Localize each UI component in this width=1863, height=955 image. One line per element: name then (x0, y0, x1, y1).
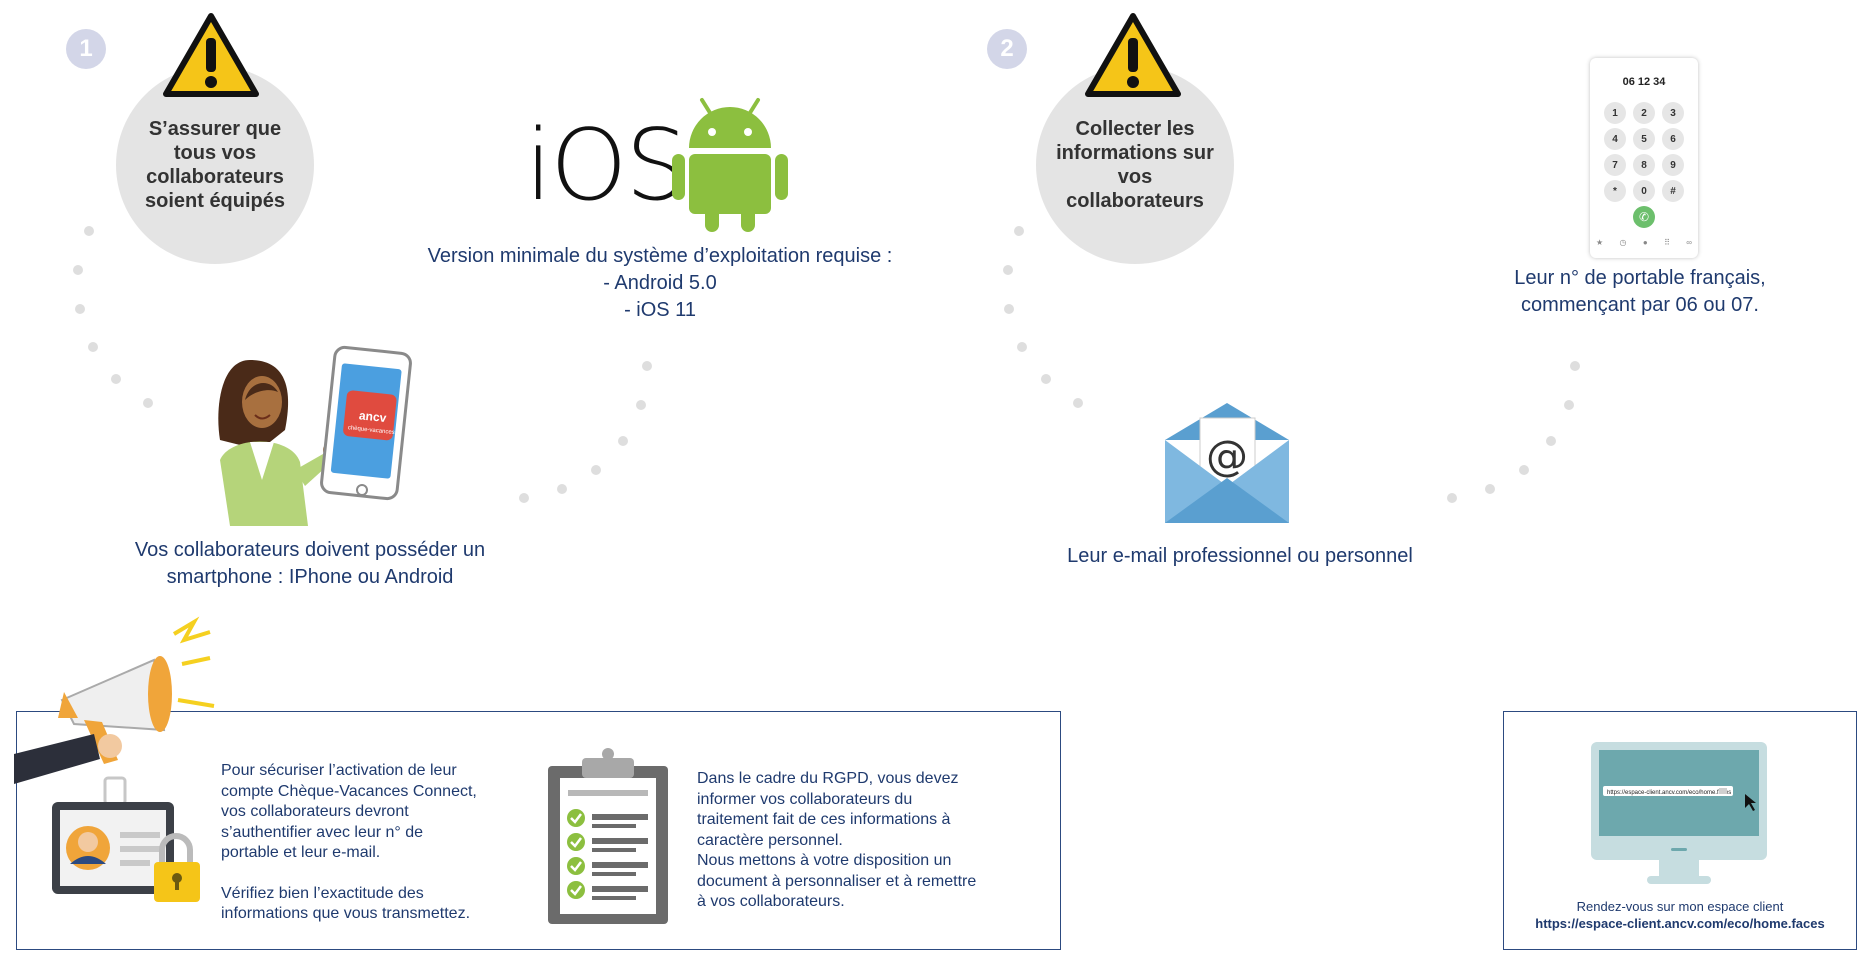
email-info: Leur e-mail professionnel ou personnel (1067, 545, 1413, 567)
client-space-line1: Rendez-vous sur mon espace client (1576, 899, 1784, 914)
auth-info-line: Pour sécuriser l’activation de leur (221, 762, 457, 779)
phone-tab-bar: ★ ◷ ● ⠿ ∞ (1596, 238, 1692, 248)
step-1-circle: S’assurer que tous vos collaborateurs so… (116, 66, 314, 264)
rgpd-info-line: à vos collaborateurs. (697, 893, 845, 910)
auth-info-line: s’authentifier avec leur n° de (221, 823, 424, 841)
rgpd-info-text: Dans le cadre du RGPD, vous devez inform… (697, 769, 1037, 913)
keypad-icon: ⠿ (1664, 238, 1670, 247)
rgpd-info-line: traitement fait de ces informations à (697, 811, 951, 828)
keypad-key: 1 (1604, 102, 1626, 124)
mobile-number-info: Leur n° de portable français, commençant… (1480, 265, 1800, 319)
monitor-icon: https://espace-client.ancv.com/eco/home.… (1591, 742, 1767, 884)
step-2-circle: Collecter les informations sur vos colla… (1036, 66, 1234, 264)
woman-with-phone-illustration: ancv chèque-vacances (218, 345, 412, 526)
warning-icon (163, 13, 259, 97)
os-requirements-title: Version minimale du système d’exploitati… (427, 245, 893, 267)
mobile-number-info-line2: commençant par 06 ou 07. (1521, 294, 1759, 316)
rgpd-info-line: informer vos collaborateurs du (697, 790, 913, 808)
contacts-icon: ● (1642, 238, 1648, 247)
id-badge-lock-icon (52, 776, 200, 902)
rgpd-info-line: Nous mettons à votre disposition un (697, 852, 952, 869)
step-1-number: 1 (66, 29, 106, 69)
keypad-key: # (1662, 180, 1684, 202)
keypad-key: * (1604, 180, 1626, 202)
keypad-key: 6 (1662, 128, 1684, 150)
verify-info-line: Vérifiez bien l’exactitude des (221, 884, 424, 902)
favorites-icon: ★ (1596, 238, 1604, 247)
keypad-key: 7 (1604, 154, 1626, 176)
phone-keypad-illustration: 06 12 34 1 2 3 4 5 6 7 8 9 * 0 # ✆ ★ ◷ ●… (1590, 58, 1698, 258)
phone-number-display: 06 12 34 (1622, 76, 1666, 88)
voicemail-icon: ∞ (1686, 238, 1692, 247)
rgpd-info-line: caractère personnel. (697, 831, 843, 849)
step-2-circle-text: Collecter les informations sur vos colla… (1056, 118, 1214, 212)
smartphone-requirement-line2: smartphone : IPhone ou Android (166, 566, 454, 588)
client-space-link: Rendez-vous sur mon espace client https:… (1505, 898, 1855, 932)
email-envelope-icon: @ (1165, 403, 1289, 523)
keypad-key: 9 (1662, 154, 1684, 176)
auth-info-text: Pour sécuriser l’activation de leur comp… (221, 761, 551, 925)
step-2-number: 2 (987, 29, 1027, 69)
keypad-key: 4 (1604, 128, 1626, 150)
app-logo-subtext: chèque-vacances (348, 425, 395, 436)
rgpd-info-line: Dans le cadre du RGPD, vous devez (697, 770, 959, 787)
keypad-key: 8 (1633, 154, 1655, 176)
recents-icon: ◷ (1619, 238, 1627, 247)
keypad-key: 5 (1633, 128, 1655, 150)
os-requirements-android: - Android 5.0 (603, 272, 717, 294)
keypad-key: 2 (1633, 102, 1655, 124)
screen-url-text: https://espace-client.ancv.com/eco/home.… (1607, 790, 1731, 796)
step-1-circle-text: S’assurer que tous vos collaborateurs so… (144, 118, 286, 212)
call-icon: ✆ (1633, 206, 1655, 228)
auth-info-line: compte Chèque-Vacances Connect, (221, 782, 477, 800)
verify-info-line: informations que vous transmettez. (221, 905, 471, 922)
os-requirements: Version minimale du système d’exploitati… (380, 243, 940, 324)
android-icon (672, 98, 788, 232)
mobile-number-info-line1: Leur n° de portable français, (1514, 267, 1766, 289)
clipboard-checklist-icon (548, 748, 668, 924)
keypad-key: 3 (1662, 102, 1684, 124)
keypad-key: 0 (1633, 180, 1655, 202)
rgpd-info-line: document à personnaliser et à remettre (697, 872, 977, 890)
at-symbol: @ (1206, 431, 1248, 480)
warning-icon (1085, 13, 1181, 97)
smartphone-requirement: Vos collaborateurs doivent posséder un s… (100, 537, 520, 591)
megaphone-icon (14, 616, 215, 784)
auth-info-line: vos collaborateurs devront (221, 803, 409, 820)
client-space-url[interactable]: https://espace-client.ancv.com/eco/home.… (1535, 916, 1825, 931)
os-requirements-ios: - iOS 11 (624, 299, 696, 321)
smartphone-requirement-line1: Vos collaborateurs doivent posséder un (134, 539, 486, 561)
app-logo-text: ancv (358, 408, 387, 425)
auth-info-line: portable et leur e-mail. (221, 844, 381, 861)
ios-logo: iOS (525, 109, 688, 223)
security-info-box (16, 711, 1061, 950)
